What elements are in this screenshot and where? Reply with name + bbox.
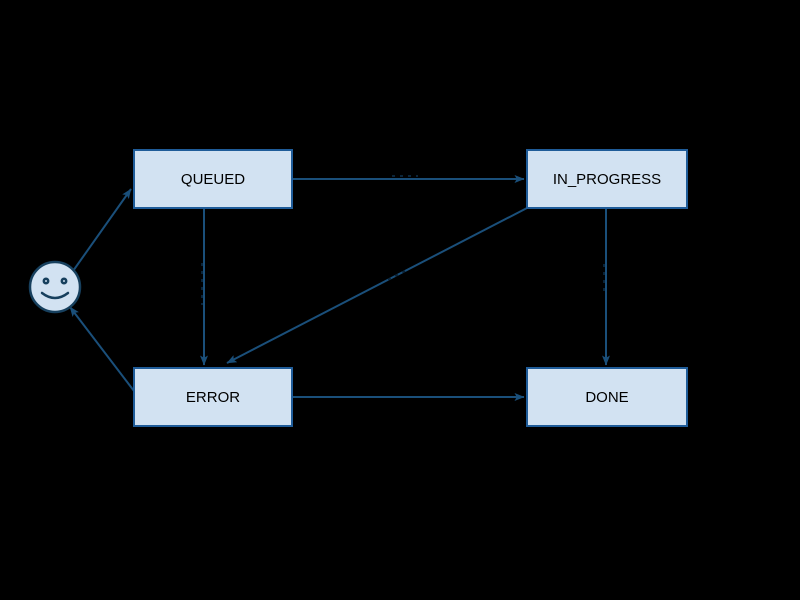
node-layer: QUEUED IN_PROGRESS ERROR DONE [28,149,688,427]
edge-in-progress-to-error-line [226,207,528,364]
node-in-progress-label: IN_PROGRESS [553,171,661,188]
node-error[interactable]: ERROR [133,367,293,427]
node-done[interactable]: DONE [526,367,688,427]
node-error-box [133,367,293,427]
smiley-face-circle [28,260,82,314]
smiley-left-eye-icon [42,277,50,285]
edge-in-progress-to-done[interactable] [602,208,610,366]
edge-error-to-start-line [69,306,135,392]
node-in-progress[interactable]: IN_PROGRESS [526,149,688,209]
node-error-label: ERROR [186,389,240,406]
edge-layer [69,175,610,401]
edge-start-to-queued[interactable] [72,188,132,272]
smiley-right-eye-icon [60,277,68,285]
edge-error-to-start[interactable] [69,306,135,392]
edge-queued-to-in-progress[interactable] [292,175,525,183]
node-in-progress-box [526,149,688,209]
smiley-mouth-icon [40,291,70,300]
edge-in-progress-to-error[interactable] [226,207,528,364]
node-queued-box [133,149,293,209]
node-queued[interactable]: QUEUED [133,149,293,209]
node-done-label: DONE [585,389,628,406]
node-start-smiley[interactable] [28,260,82,314]
node-queued-label: QUEUED [181,171,245,188]
edge-in-progress-to-error-ghost-label [384,270,406,282]
node-done-box [526,367,688,427]
edge-queued-to-error[interactable] [200,208,208,366]
edge-start-to-queued-line [72,188,132,272]
